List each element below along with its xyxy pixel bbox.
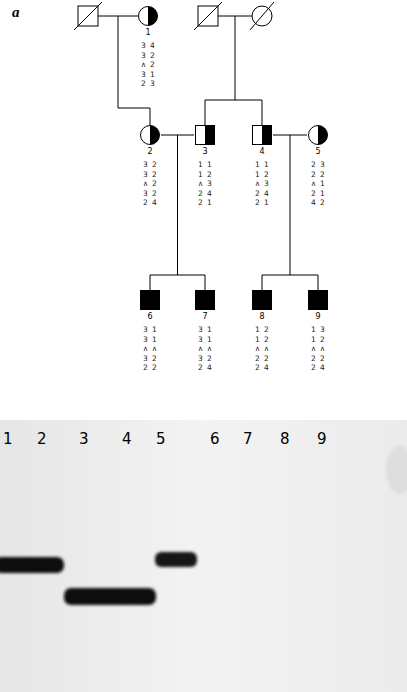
- haplotype-block: 2 2 ∧ 2 43 2 1 1 2: [307, 160, 329, 208]
- haplotype-block: 3 3 ∧ 3 24 2 2 1 3: [137, 41, 159, 89]
- haplotype: 1 1 ∧ 2 2: [196, 160, 205, 208]
- haplotype: 1 1 ∧ 2 4: [205, 325, 214, 373]
- haplotype: 2 2 2 2 4: [150, 160, 159, 208]
- female-symbol: [308, 125, 328, 145]
- lane-number: 2: [37, 430, 47, 448]
- western-blot: [0, 420, 407, 692]
- mating-line: [161, 135, 194, 136]
- pedigree-individual: 9 1 1 ∧ 2 23 2 ∧ 2 4: [307, 290, 329, 373]
- pedigree-individual: 7 3 3 ∧ 3 21 1 ∧ 2 4: [194, 290, 216, 373]
- lane-number: 8: [280, 430, 290, 448]
- panel-letter: a: [12, 4, 20, 21]
- pedigree-individual: 1 3 3 ∧ 3 24 2 2 1 3: [137, 6, 159, 89]
- individual-number: 9: [307, 312, 329, 322]
- haplotype-block: 1 1 ∧ 2 22 2 ∧ 2 4: [251, 325, 273, 373]
- haplotype-block: 1 1 ∧ 2 21 2 3 4 1: [194, 160, 216, 208]
- individual-number: 5: [307, 147, 329, 157]
- pedigree-individual: 3 1 1 ∧ 2 21 2 3 4 1: [194, 125, 216, 208]
- female-symbol: [138, 6, 158, 26]
- male-symbol: [308, 290, 328, 310]
- individual-number: 7: [194, 312, 216, 322]
- lane-number: 6: [210, 430, 220, 448]
- lane-number: 4: [122, 430, 132, 448]
- haplotype: 3 3 ∧ 3 2: [196, 325, 205, 373]
- pedigree-individual: 5 2 2 ∧ 2 43 2 1 1 2: [307, 125, 329, 208]
- lane-number: 1: [3, 430, 13, 448]
- pedigree-individual: 8 1 1 ∧ 2 22 2 ∧ 2 4: [251, 290, 273, 373]
- male-symbol: [195, 290, 215, 310]
- haplotype: 3 2 ∧ 2 4: [318, 325, 327, 373]
- male-symbol: [252, 125, 272, 145]
- male-symbol: [140, 290, 160, 310]
- haplotype: 1 1 ∧ 2 2: [253, 160, 262, 208]
- haplotype: 4 2 2 1 3: [148, 41, 157, 89]
- male-symbol: [252, 290, 272, 310]
- haplotype: 1 2 3 4 1: [262, 160, 271, 208]
- individual-number: 1: [137, 28, 159, 38]
- haplotype: 2 2 ∧ 2 4: [309, 160, 318, 208]
- pedigree-individual: 6 3 3 ∧ 3 21 1 ∧ 2 2: [139, 290, 161, 373]
- haplotype-block: 3 3 ∧ 3 21 1 ∧ 2 4: [194, 325, 216, 373]
- haplotype: 2 2 ∧ 2 4: [262, 325, 271, 373]
- individual-number: 8: [251, 312, 273, 322]
- mating-line: [273, 135, 307, 136]
- lane-number: 7: [243, 430, 253, 448]
- pedigree-lines: [74, 2, 318, 290]
- haplotype: 1 2 3 4 1: [205, 160, 214, 208]
- haplotype-block: 1 1 ∧ 2 23 2 ∧ 2 4: [307, 325, 329, 373]
- male-symbol: [195, 125, 215, 145]
- haplotype: 3 2 1 1 2: [318, 160, 327, 208]
- individual-number: 4: [251, 147, 273, 157]
- lane-number: 3: [79, 430, 89, 448]
- haplotype: 1 1 ∧ 2 2: [253, 325, 262, 373]
- haplotype: 3 3 ∧ 3 2: [141, 325, 150, 373]
- haplotype-block: 1 1 ∧ 2 21 2 3 4 1: [251, 160, 273, 208]
- individual-number: 3: [194, 147, 216, 157]
- haplotype: 1 1 ∧ 2 2: [150, 325, 159, 373]
- pedigree-individual: 2 3 3 ∧ 3 22 2 2 2 4: [139, 125, 161, 208]
- haplotype-block: 3 3 ∧ 3 21 1 ∧ 2 2: [139, 325, 161, 373]
- haplotype: 3 3 ∧ 3 2: [139, 41, 148, 89]
- haplotype: 1 1 ∧ 2 2: [309, 325, 318, 373]
- lane-number: 5: [156, 430, 166, 448]
- individual-number: 2: [139, 147, 161, 157]
- individual-number: 6: [139, 312, 161, 322]
- haplotype: 3 3 ∧ 3 2: [141, 160, 150, 208]
- haplotype-block: 3 3 ∧ 3 22 2 2 2 4: [139, 160, 161, 208]
- female-symbol: [140, 125, 160, 145]
- pedigree-individual: 4 1 1 ∧ 2 21 2 3 4 1: [251, 125, 273, 208]
- lane-number: 9: [317, 430, 327, 448]
